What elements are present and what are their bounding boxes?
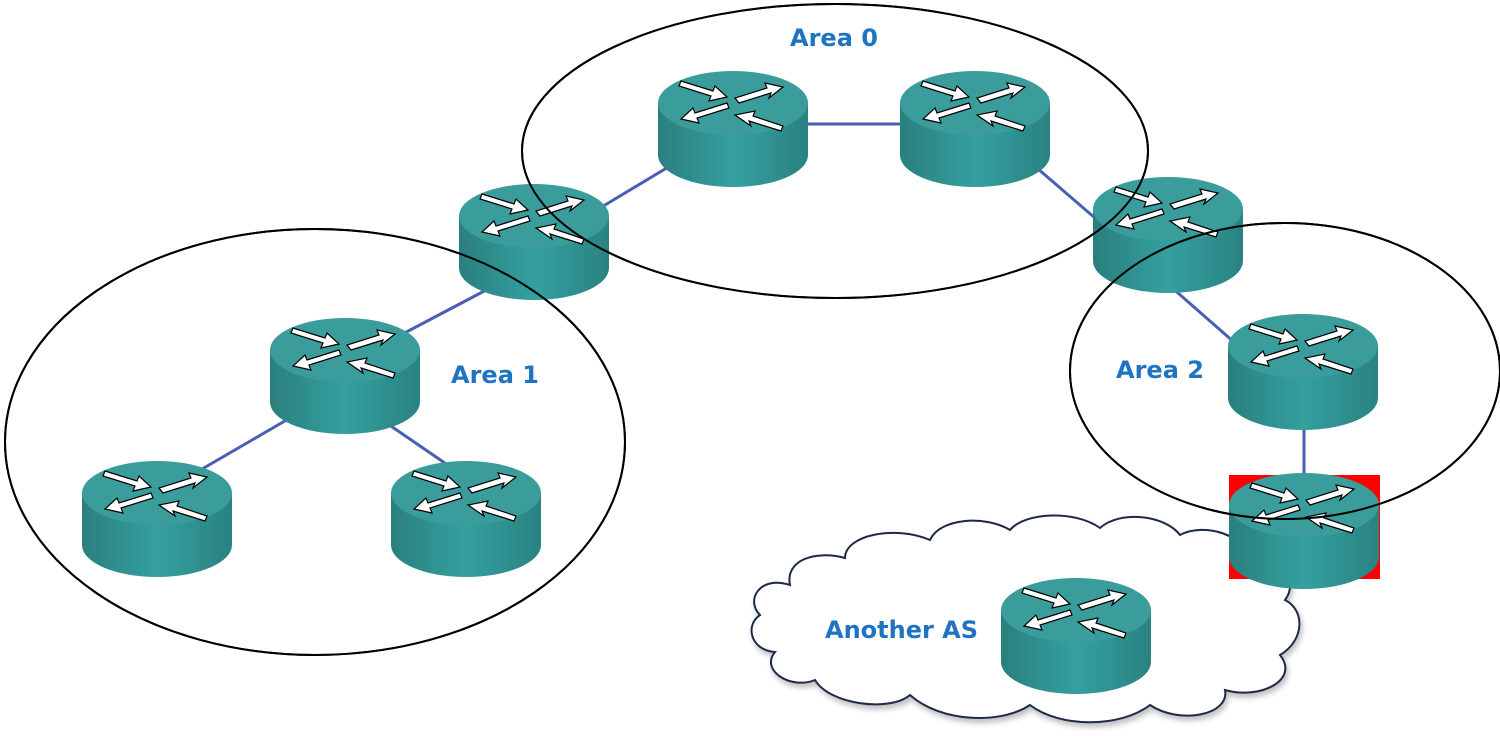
- link-area1-center-to-right: [384, 420, 456, 472]
- area-1-label: Area 1: [451, 361, 539, 389]
- link-abr1-to-area1-center: [394, 286, 491, 340]
- router-r-area1-center[interactable]: [269, 317, 421, 435]
- router-r-area0-left[interactable]: [657, 70, 809, 188]
- router-r-area1-right[interactable]: [390, 460, 542, 578]
- router-r-abr-2[interactable]: [1092, 176, 1244, 294]
- another-as-label: Another AS: [825, 616, 978, 644]
- router-r-asbr[interactable]: [1228, 472, 1380, 590]
- area-0-label: Area 0: [790, 24, 878, 52]
- area-1-boundary-overlay: [4, 228, 626, 656]
- router-r-external[interactable]: [1000, 577, 1152, 695]
- area-2-boundary-overlay: [1069, 222, 1500, 520]
- area-0-boundary-overlay: [521, 3, 1149, 299]
- router-r-area0-right[interactable]: [899, 70, 1051, 188]
- router-r-area2-internal[interactable]: [1227, 313, 1379, 431]
- link-area1-center-to-left: [189, 416, 291, 478]
- router-r-area1-left[interactable]: [81, 460, 233, 578]
- link-abr2-to-area2-internal: [1169, 284, 1236, 345]
- router-r-abr-1[interactable]: [458, 183, 610, 301]
- area-2-label: Area 2: [1116, 356, 1204, 384]
- link-area0-right-to-abr2: [1029, 160, 1096, 220]
